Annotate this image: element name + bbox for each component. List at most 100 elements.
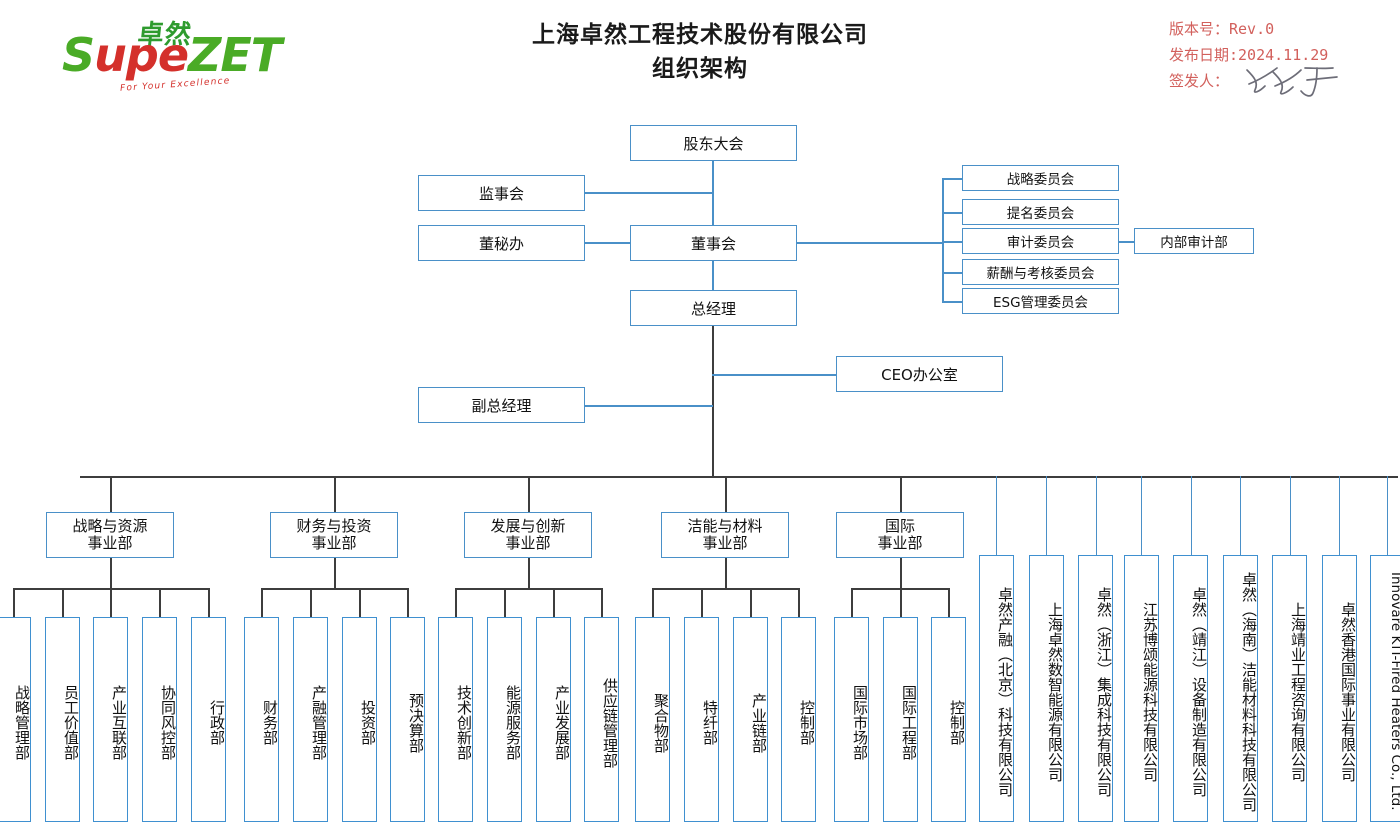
box-internal-audit-department[interactable]: 内部审计部 — [1134, 228, 1254, 254]
box-dept-energy-service[interactable]: 能源服务部 — [487, 617, 522, 822]
connector-division-drop-4 — [725, 476, 727, 512]
connector-d5-drop-3 — [948, 588, 950, 617]
connector-subsidiary-drop-6 — [1240, 476, 1242, 555]
connector-d4-drop-1 — [652, 588, 654, 617]
box-deputy-general-manager[interactable]: 副总经理 — [418, 387, 585, 423]
connector-committee-4 — [942, 272, 962, 274]
box-dept-international-market[interactable]: 国际市场部 — [834, 617, 869, 822]
connector-subsidiary-drop-5 — [1191, 476, 1193, 555]
box-dept-industry-chain[interactable]: 产业链部 — [733, 617, 768, 822]
box-board-secretary-office[interactable]: 董秘办 — [418, 225, 585, 261]
connector-subsidiary-drop-9 — [1387, 476, 1389, 555]
box-dept-industry-development[interactable]: 产业发展部 — [536, 617, 571, 822]
box-subsidiary-7[interactable]: 上海靖业工程咨询有限公司 — [1272, 555, 1307, 822]
connector-division-bus — [80, 476, 1398, 478]
title-line-1: 上海卓然工程技术股份有限公司 — [532, 22, 868, 48]
box-dept-control-materials[interactable]: 控制部 — [781, 617, 816, 822]
connector-committee-spine — [942, 178, 944, 301]
connector-subsidiary-drop-1 — [996, 476, 998, 555]
box-subsidiary-3[interactable]: 卓然（浙江）集成科技有限公司 — [1078, 555, 1113, 822]
connector-ceo-office — [712, 374, 836, 376]
box-division-4[interactable]: 洁能与材料事业部 — [661, 512, 789, 558]
box-dept-control-international[interactable]: 控制部 — [931, 617, 966, 822]
connector-d5-spine — [900, 558, 902, 588]
box-dept-industrial-finance-management[interactable]: 产融管理部 — [293, 617, 328, 822]
box-subsidiary-5[interactable]: 卓然（靖江）设备制造有限公司 — [1173, 555, 1208, 822]
box-board-of-supervisors[interactable]: 监事会 — [418, 175, 585, 211]
box-subsidiary-8[interactable]: 卓然香港国际事业有限公司 — [1322, 555, 1357, 822]
connector-supervisors — [585, 192, 713, 194]
connector-subsidiary-drop-8 — [1339, 476, 1341, 555]
version-row: 版本号：Rev.0 — [1169, 20, 1275, 38]
division-4-line2: 事业部 — [702, 534, 748, 552]
box-committee-compensation[interactable]: 薪酬与考核委员会 — [962, 259, 1119, 285]
issuer-row: 签发人： — [1169, 67, 1384, 97]
logo-word-zet: ZET — [188, 28, 282, 82]
connector-committee-3 — [942, 241, 962, 243]
box-division-2[interactable]: 财务与投资事业部 — [270, 512, 398, 558]
document-metadata: 版本号：Rev.0 发布日期:2024.11.29 签发人： — [1169, 16, 1384, 97]
page-title: 上海卓然工程技术股份有限公司 组织架构 — [0, 18, 1400, 86]
connector-d1-drop-4 — [159, 588, 161, 617]
connector-committee-2 — [942, 212, 962, 214]
connector-d2-bus — [261, 588, 408, 590]
box-committee-esg[interactable]: ESG管理委员会 — [962, 288, 1119, 314]
box-dept-specialty-fiber[interactable]: 特纤部 — [684, 617, 719, 822]
box-subsidiary-6[interactable]: 卓然（海南）洁能材料科技有限公司 — [1223, 555, 1258, 822]
connector-audit-internal-audit — [1119, 241, 1134, 243]
connector-d4-bus — [652, 588, 799, 590]
box-dept-technology-innovation[interactable]: 技术创新部 — [438, 617, 473, 822]
connector-d1-spine — [110, 558, 112, 588]
issuer-label: 签发人： — [1169, 72, 1230, 90]
handwritten-signature-svg — [1246, 67, 1338, 97]
connector-d2-drop-3 — [359, 588, 361, 617]
box-dept-strategy-management[interactable]: 战略管理部 — [0, 617, 31, 822]
box-subsidiary-2[interactable]: 上海卓然数智能源有限公司 — [1029, 555, 1064, 822]
title-line-2: 组织架构 — [652, 56, 748, 82]
box-dept-administration[interactable]: 行政部 — [191, 617, 226, 822]
box-board-of-directors[interactable]: 董事会 — [630, 225, 797, 261]
connector-board-committee-bus — [797, 242, 942, 244]
company-logo: 卓然 SupeZET For Your Excellence — [60, 14, 290, 98]
box-division-1[interactable]: 战略与资源事业部 — [46, 512, 174, 558]
box-ceo-office[interactable]: CEO办公室 — [836, 356, 1003, 392]
box-committee-strategy[interactable]: 战略委员会 — [962, 165, 1119, 191]
connector-committee-5 — [942, 301, 962, 303]
connector-subsidiary-drop-7 — [1290, 476, 1292, 555]
connector-division-drop-3 — [528, 476, 530, 512]
box-committee-audit[interactable]: 审计委员会 — [962, 228, 1119, 254]
box-dept-polymer[interactable]: 聚合物部 — [635, 617, 670, 822]
connector-deputy-gm — [585, 405, 713, 407]
box-general-manager[interactable]: 总经理 — [630, 290, 797, 326]
connector-d5-drop-1 — [851, 588, 853, 617]
box-shareholders-meeting[interactable]: 股东大会 — [630, 125, 797, 161]
connector-d3-drop-2 — [504, 588, 506, 617]
connector-gm-trunk — [712, 326, 714, 476]
box-dept-employee-value[interactable]: 员工价值部 — [45, 617, 80, 822]
box-committee-nomination[interactable]: 提名委员会 — [962, 199, 1119, 225]
box-division-5[interactable]: 国际事业部 — [836, 512, 964, 558]
box-dept-supply-chain-management[interactable]: 供应链管理部 — [584, 617, 619, 822]
division-4-line1: 洁能与材料 — [687, 517, 763, 535]
box-subsidiary-4[interactable]: 江苏博颂能源科技有限公司 — [1124, 555, 1159, 822]
connector-d2-drop-2 — [310, 588, 312, 617]
box-subsidiary-9[interactable]: Innovare KTI-Fired Heaters Co., Ltd. — [1370, 555, 1400, 822]
box-dept-collaborative-risk-control[interactable]: 协同风控部 — [142, 617, 177, 822]
connector-d3-spine — [528, 558, 530, 588]
connector-d5-drop-2 — [900, 588, 902, 617]
box-dept-industry-connect[interactable]: 产业互联部 — [93, 617, 128, 822]
box-dept-budget-settlement[interactable]: 预决算部 — [390, 617, 425, 822]
box-dept-investment[interactable]: 投资部 — [342, 617, 377, 822]
connector-d1-drop-1 — [13, 588, 15, 617]
box-division-3[interactable]: 发展与创新事业部 — [464, 512, 592, 558]
box-dept-international-engineering[interactable]: 国际工程部 — [883, 617, 918, 822]
box-subsidiary-1[interactable]: 卓然产融（北京）科技有限公司 — [979, 555, 1014, 822]
connector-d3-drop-4 — [601, 588, 603, 617]
division-2-line2: 事业部 — [311, 534, 357, 552]
connector-d1-drop-2 — [62, 588, 64, 617]
connector-d2-spine — [334, 558, 336, 588]
connector-division-drop-1 — [110, 476, 112, 512]
division-1-line1: 战略与资源 — [72, 517, 148, 535]
box-dept-finance[interactable]: 财务部 — [244, 617, 279, 822]
division-2-line1: 财务与投资 — [296, 517, 372, 535]
